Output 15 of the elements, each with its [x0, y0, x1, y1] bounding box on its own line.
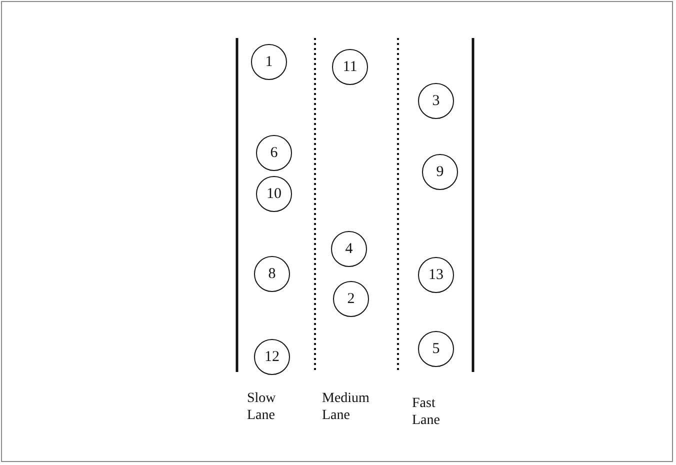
numbered-circle: 3	[418, 83, 454, 119]
numbered-circle: 4	[331, 231, 367, 267]
numbered-circle: 9	[422, 154, 458, 190]
numbered-circle: 11	[332, 49, 368, 85]
numbered-circle: 12	[254, 339, 290, 375]
lane-label: Fast Lane	[412, 395, 441, 429]
lane-label: Slow Lane	[247, 390, 277, 424]
numbered-circle: 8	[254, 256, 290, 292]
numbered-circle: 10	[256, 176, 292, 212]
numbered-circle: 2	[333, 281, 369, 317]
numbered-circle: 5	[418, 331, 454, 367]
numbered-circle: 13	[418, 257, 454, 293]
numbered-circle: 1	[251, 44, 287, 80]
numbered-circle: 6	[256, 135, 292, 171]
lane-label: Medium Lane	[322, 390, 370, 424]
